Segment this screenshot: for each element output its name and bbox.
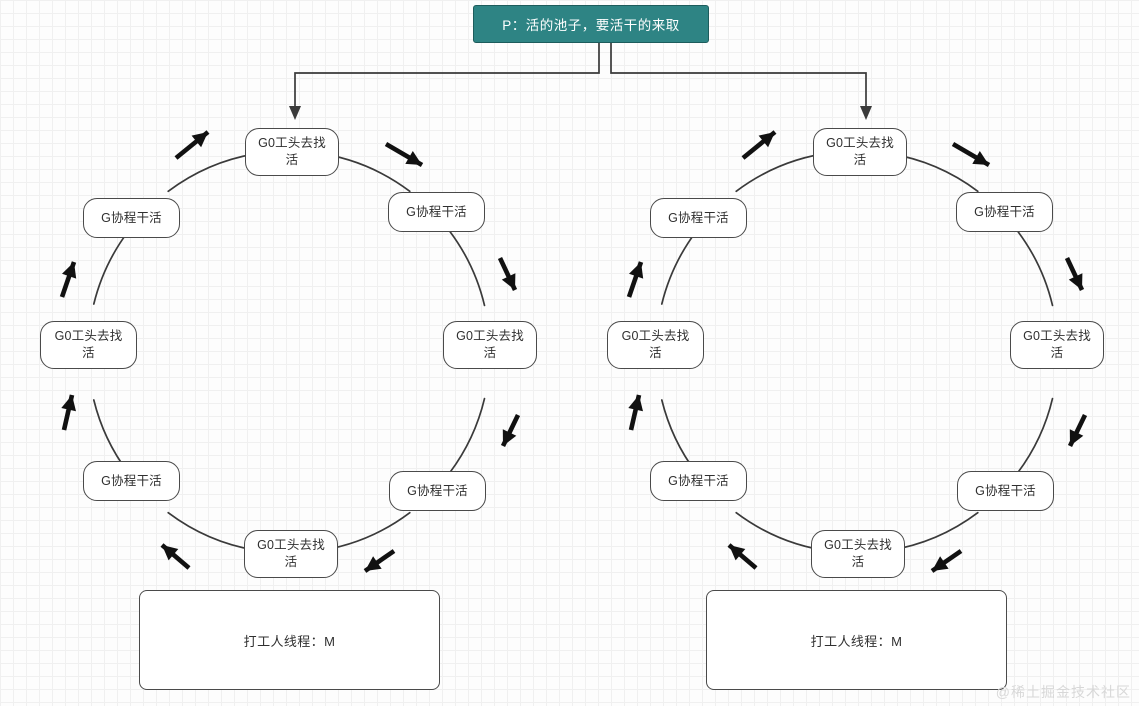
node-right-lower-right[interactable]: G协程干活 bbox=[957, 471, 1054, 511]
arrow-right-down-2 bbox=[1064, 257, 1085, 291]
node-left-upper-right[interactable]: G协程干活 bbox=[388, 192, 485, 232]
left-thread-box[interactable]: 打工人线程：M bbox=[139, 590, 440, 690]
arrow-right-down-3-head bbox=[502, 429, 517, 446]
node-left-top[interactable]: G0工头去找 活 bbox=[245, 128, 339, 176]
arrow-left-up-2-head bbox=[62, 262, 77, 279]
arrow-left-up-head bbox=[61, 395, 76, 412]
arrow-bottom-left-2-shaft bbox=[727, 543, 758, 570]
arrow-left-up-head bbox=[628, 395, 643, 412]
arrow-right-down-2 bbox=[497, 257, 518, 291]
arrow-bottom-left bbox=[363, 549, 396, 573]
arrow-bottom-left-2-head bbox=[162, 545, 179, 561]
arrow-right-down-shaft bbox=[951, 142, 991, 167]
arrow-right-up-right bbox=[741, 130, 777, 160]
arrow-left-up-2-shaft bbox=[59, 261, 77, 298]
arrow-bottom-left-2-shaft bbox=[160, 543, 191, 570]
arrow-right-down-2-shaft bbox=[497, 257, 518, 291]
arrow-right-down-2-head bbox=[501, 273, 516, 290]
left-circle-arc-6 bbox=[92, 230, 130, 305]
node-left-lower-left[interactable]: G协程干活 bbox=[83, 461, 180, 501]
arrow-left-up-2-shaft bbox=[626, 261, 644, 298]
right-circle-arc-6 bbox=[660, 230, 698, 305]
arrow-left-up-right-head bbox=[191, 132, 208, 148]
node-left-upper-left[interactable]: G协程干活 bbox=[83, 198, 180, 238]
header-to-right-circle-arrowhead bbox=[860, 106, 872, 120]
right-circle-arc-2 bbox=[1016, 397, 1054, 474]
right-thread-box[interactable]: 打工人线程：M bbox=[706, 590, 1007, 690]
watermark: @稀土掘金技术社区 bbox=[995, 684, 1131, 700]
arrow-left-up-2 bbox=[626, 261, 644, 298]
header-to-left-circle-arrowhead bbox=[289, 106, 301, 120]
node-right-top[interactable]: G0工头去找 活 bbox=[813, 128, 907, 176]
node-right-lower-left[interactable]: G协程干活 bbox=[650, 461, 747, 501]
arrow-right-up-right-head bbox=[758, 132, 775, 148]
node-right-upper-left[interactable]: G协程干活 bbox=[650, 198, 747, 238]
right-circle-arc-1 bbox=[1016, 230, 1054, 307]
arrow-bottom-left-shaft bbox=[930, 549, 963, 573]
left-circle-arc-2 bbox=[448, 397, 486, 474]
arrow-right-down-3 bbox=[1067, 413, 1088, 448]
arrow-left-up-shaft bbox=[61, 394, 75, 431]
node-left-bottom[interactable]: G0工头去找 活 bbox=[244, 530, 338, 578]
node-right-right[interactable]: G0工头去找 活 bbox=[1010, 321, 1104, 369]
arrow-left-up-2-head bbox=[629, 262, 644, 279]
arrow-right-down-3-shaft bbox=[1067, 413, 1088, 448]
arrow-right-down-head bbox=[405, 151, 422, 165]
header-to-right-circle bbox=[610, 43, 867, 112]
arrow-right-down bbox=[951, 142, 991, 167]
node-right-left[interactable]: G0工头去找 活 bbox=[607, 321, 704, 369]
arrow-bottom-left-2 bbox=[160, 543, 191, 570]
arrow-bottom-left-2-head bbox=[729, 545, 746, 561]
arrow-bottom-left-head bbox=[365, 556, 382, 571]
node-right-upper-right[interactable]: G协程干活 bbox=[956, 192, 1053, 232]
header-to-left-circle bbox=[294, 43, 600, 112]
arrow-left-up bbox=[61, 394, 76, 431]
arrow-right-down-3-shaft bbox=[500, 413, 521, 448]
arrow-bottom-left-2 bbox=[727, 543, 758, 570]
arrow-right-up-right-shaft bbox=[741, 130, 777, 160]
arrow-right-down-head bbox=[972, 151, 989, 165]
arrow-left-up-right-shaft bbox=[174, 130, 210, 160]
arrow-right-down-3-head bbox=[1069, 429, 1084, 446]
arrow-right-down-3 bbox=[500, 413, 521, 448]
arrow-left-up bbox=[628, 394, 643, 431]
arrow-bottom-left-shaft bbox=[363, 549, 396, 573]
left-circle-arc-1 bbox=[448, 230, 486, 307]
node-left-left[interactable]: G0工头去找 活 bbox=[40, 321, 137, 369]
arrow-left-up-right bbox=[174, 130, 210, 160]
arrow-right-down-2-head bbox=[1068, 273, 1083, 290]
pool-header-box[interactable]: P：活的池子，要活干的来取 bbox=[473, 5, 709, 43]
node-left-right[interactable]: G0工头去找 活 bbox=[443, 321, 537, 369]
arrow-left-up-shaft bbox=[628, 394, 642, 431]
arrow-right-down-shaft bbox=[384, 142, 424, 167]
node-right-bottom[interactable]: G0工头去找 活 bbox=[811, 530, 905, 578]
arrow-bottom-left bbox=[930, 549, 963, 573]
arrow-bottom-left-head bbox=[932, 556, 949, 571]
arrow-left-up-2 bbox=[59, 261, 77, 298]
node-left-lower-right[interactable]: G协程干活 bbox=[389, 471, 486, 511]
arrow-right-down-2-shaft bbox=[1064, 257, 1085, 291]
arrow-right-down bbox=[384, 142, 424, 167]
